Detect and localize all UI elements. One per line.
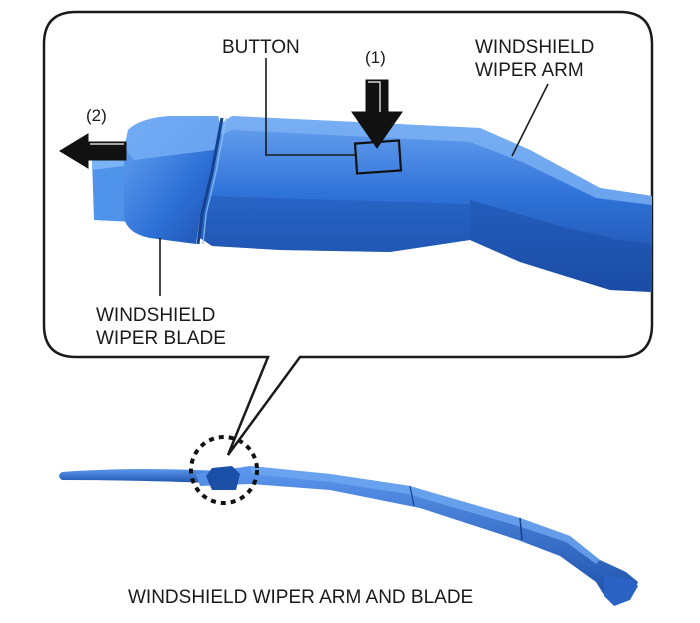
label-wiper-blade: WINDSHIELD WIPER BLADE xyxy=(96,304,226,350)
label-wiper-arm: WINDSHIELD WIPER ARM xyxy=(475,36,594,82)
blade-stub xyxy=(92,152,132,222)
leader-button xyxy=(265,58,356,156)
full-wiper-arm xyxy=(196,466,638,604)
full-wiper-assembly xyxy=(59,466,638,606)
label-wiper-blade-line2: WIPER BLADE xyxy=(96,328,226,349)
label-step-2: (2) xyxy=(86,106,107,125)
label-wiper-arm-line1: WINDSHIELD xyxy=(475,37,595,58)
detail-circle xyxy=(189,435,259,505)
caption: WINDSHIELD WIPER ARM AND BLADE xyxy=(128,587,474,608)
label-step-1: (1) xyxy=(365,48,386,67)
leader-arm xyxy=(511,83,549,157)
label-wiper-arm-line2: WIPER ARM xyxy=(475,60,584,81)
full-wiper-blade xyxy=(59,469,240,484)
arrow-left xyxy=(59,133,127,169)
arrow-down xyxy=(351,79,403,149)
label-button: BUTTON xyxy=(222,37,300,58)
magnified-view xyxy=(92,116,652,292)
label-wiper-blade-line1: WINDSHIELD xyxy=(96,305,216,326)
